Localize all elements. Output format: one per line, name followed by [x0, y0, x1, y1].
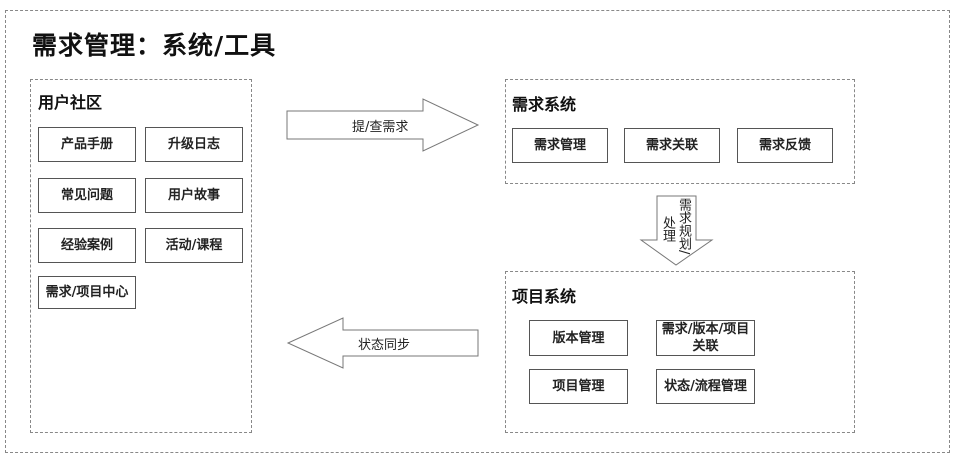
user-community-group — [30, 79, 252, 433]
project-system-group — [505, 271, 855, 433]
req-item-feedback: 需求反馈 — [737, 128, 833, 163]
proj-item-req-version-project-link: 需求/版本/项目 关联 — [656, 320, 755, 356]
requirement-system-group — [505, 79, 855, 184]
submit-arrow — [286, 98, 480, 152]
community-item-events-courses: 活动/课程 — [145, 228, 243, 263]
user-community-title: 用户社区 — [38, 93, 103, 112]
status-sync-arrow-label: 状态同步 — [358, 338, 411, 353]
community-item-requirement-project-center: 需求/项目中心 — [38, 276, 136, 309]
requirement-system-title: 需求系统 — [512, 95, 577, 114]
outer-frame — [5, 10, 950, 453]
req-item-management: 需求管理 — [512, 128, 608, 163]
proj-item-status-flow-management: 状态/流程管理 — [656, 369, 755, 404]
community-item-faq: 常见问题 — [38, 178, 136, 213]
community-item-product-manual: 产品手册 — [38, 127, 136, 162]
status-sync-arrow — [286, 317, 479, 369]
req-item-association: 需求关联 — [624, 128, 720, 163]
community-item-user-stories: 用户故事 — [145, 178, 243, 213]
proj-item-project-management: 项目管理 — [529, 369, 628, 404]
diagram-title: 需求管理：系统/工具 — [32, 31, 277, 60]
submit-arrow-label: 提/查需求 — [352, 120, 409, 135]
plan-process-arrow — [639, 195, 714, 266]
community-item-case-studies: 经验案例 — [38, 228, 136, 263]
proj-item-version-management: 版本管理 — [529, 320, 628, 356]
project-system-title: 项目系统 — [512, 287, 577, 306]
plan-process-label-1: 需求规划/ — [676, 198, 691, 255]
plan-process-label-2: 处理 — [660, 216, 675, 242]
community-item-upgrade-log: 升级日志 — [145, 127, 243, 162]
